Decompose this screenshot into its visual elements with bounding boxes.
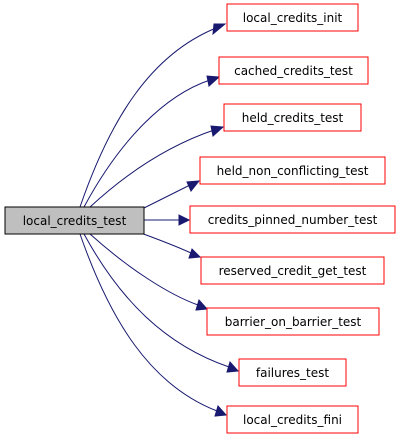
node-box (189, 205, 396, 234)
node-barrier-on-barrier-test[interactable]: barrier_on_barrier_test (206, 307, 380, 336)
arrowhead-local-credits-init (212, 23, 227, 36)
node-label: local_credits_fini (243, 413, 342, 427)
node-label: held_non_conflicting_test (217, 164, 369, 178)
arrowhead-credits-pinned-number-test (178, 214, 191, 226)
node-reserved-credit-get-test[interactable]: reserved_credit_get_test (200, 256, 385, 285)
edge-reserved-credit-get-test (137, 231, 192, 254)
root-node-label: local_credits_test (23, 214, 127, 228)
node-box (218, 56, 369, 85)
node-held-credits-test[interactable]: held_credits_test (223, 103, 362, 132)
edge-failures-test (83, 233, 230, 368)
node-box (238, 358, 347, 387)
node-box (200, 256, 385, 285)
node-box (226, 3, 359, 32)
arrowhead-cached-credits-test (206, 75, 221, 87)
edge-barrier-on-barrier-test (89, 233, 199, 306)
edge-local-credits-init (79, 27, 217, 208)
node-box (226, 405, 359, 434)
arrowhead-held-credits-test (210, 125, 225, 137)
node-label: local_credits_init (243, 11, 343, 25)
node-label: held_credits_test (242, 111, 344, 125)
node-failures-test[interactable]: failures_test (238, 358, 347, 387)
root-node[interactable]: local_credits_test (4, 206, 145, 235)
node-label: failures_test (256, 366, 329, 380)
arrowhead-local-credits-fini (214, 404, 228, 417)
node-box (199, 156, 386, 185)
node-cached-credits-test[interactable]: cached_credits_test (218, 56, 369, 85)
node-label: barrier_on_barrier_test (225, 315, 362, 329)
node-credits-pinned-number-test[interactable]: credits_pinned_number_test (189, 205, 396, 234)
node-held-non-conflicting-test[interactable]: held_non_conflicting_test (199, 156, 386, 185)
arrowhead-barrier-on-barrier-test (195, 298, 209, 311)
node-label: cached_credits_test (234, 64, 353, 78)
edge-cached-credits-test (83, 79, 211, 208)
edge-held-credits-test (89, 129, 215, 208)
node-local-credits-init[interactable]: local_credits_init (226, 3, 359, 32)
edge-held-non-conflicting-test (137, 184, 191, 212)
node-local-credits-fini[interactable]: local_credits_fini (226, 405, 359, 434)
root-node-box (4, 206, 145, 235)
node-box (206, 307, 380, 336)
arrowhead-held-non-conflicting-test (186, 180, 201, 192)
node-box (223, 103, 362, 132)
node-label: credits_pinned_number_test (208, 213, 378, 227)
node-label: reserved_credit_get_test (219, 264, 367, 278)
edge-local-credits-fini (79, 233, 218, 412)
arrowhead-reserved-credit-get-test (188, 248, 202, 259)
arrowhead-failures-test (226, 360, 240, 373)
